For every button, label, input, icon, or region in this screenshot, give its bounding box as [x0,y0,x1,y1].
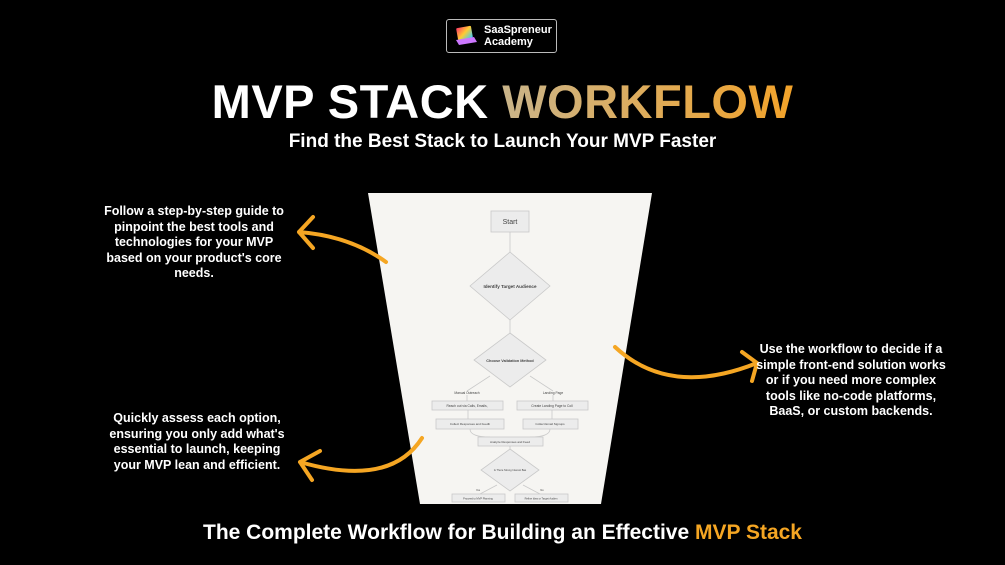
footer-tagline: The Complete Workflow for Building an Ef… [0,521,1005,545]
proceed-node [451,493,506,503]
page-title: MVP STACK WORKFLOW [0,74,1005,129]
footer-part2: MVP Stack [694,521,802,544]
page-subtitle: Find the Best Stack to Launch Your MVP F… [288,131,717,152]
reach-node [431,400,504,411]
collect-email-label: Collect Email Signups [535,422,565,426]
collect-email-node [522,418,579,430]
yes-label: Yes [476,488,481,492]
title-part2: WORKFLOW [502,75,794,128]
note-right: Use the workflow to decide if a simple f… [756,342,946,418]
interest-label: Is There Strong Interest Bas [494,468,527,472]
brand-name-line2: Academy [484,36,533,48]
choose-node [473,332,547,388]
refine-node [514,493,569,503]
collect-responses-label: Collect Responses and Feedb [450,422,491,426]
note-top-left: Follow a step-by-step guide to pinpoint … [104,204,284,280]
proceed-label: Proceed to MVP Planning [463,497,493,501]
brand-badge: SaaSpreneur Academy [446,19,557,53]
start-label: Start [503,219,518,226]
interest-node [480,448,540,492]
start-node [490,210,530,233]
branch-right-label: Landing Page [543,391,564,395]
title-part1: MVP STACK [211,75,503,128]
choose-label: Choose Validation Method [486,359,534,363]
reach-label: Reach out via Calls, Emails, [446,404,487,408]
create-label: Create Landing Page to Coll [531,404,573,408]
identify-node [469,251,551,321]
identify-label: Identify Target Audience [483,284,537,289]
analyze-node [477,436,544,447]
brand-name-line1: SaaSpreneur [484,24,552,36]
arrow-right-icon [613,345,759,383]
note-bottom-left: Quickly assess each option, ensuring you… [109,411,285,472]
laptop-icon [456,25,477,45]
collect-responses-node [435,418,505,430]
footer-part1: The Complete Workflow for Building an Ef… [203,521,695,544]
no-label: No [540,488,544,492]
create-node [516,400,589,411]
arrow-bottom-left-icon [298,436,424,482]
analyze-label: Analyze Responses and Feed [490,440,530,444]
arrow-top-left-icon [297,215,388,264]
refine-label: Refine Idea or Target Audien [525,497,558,501]
branch-left-label: Manual Outreach [454,391,479,395]
